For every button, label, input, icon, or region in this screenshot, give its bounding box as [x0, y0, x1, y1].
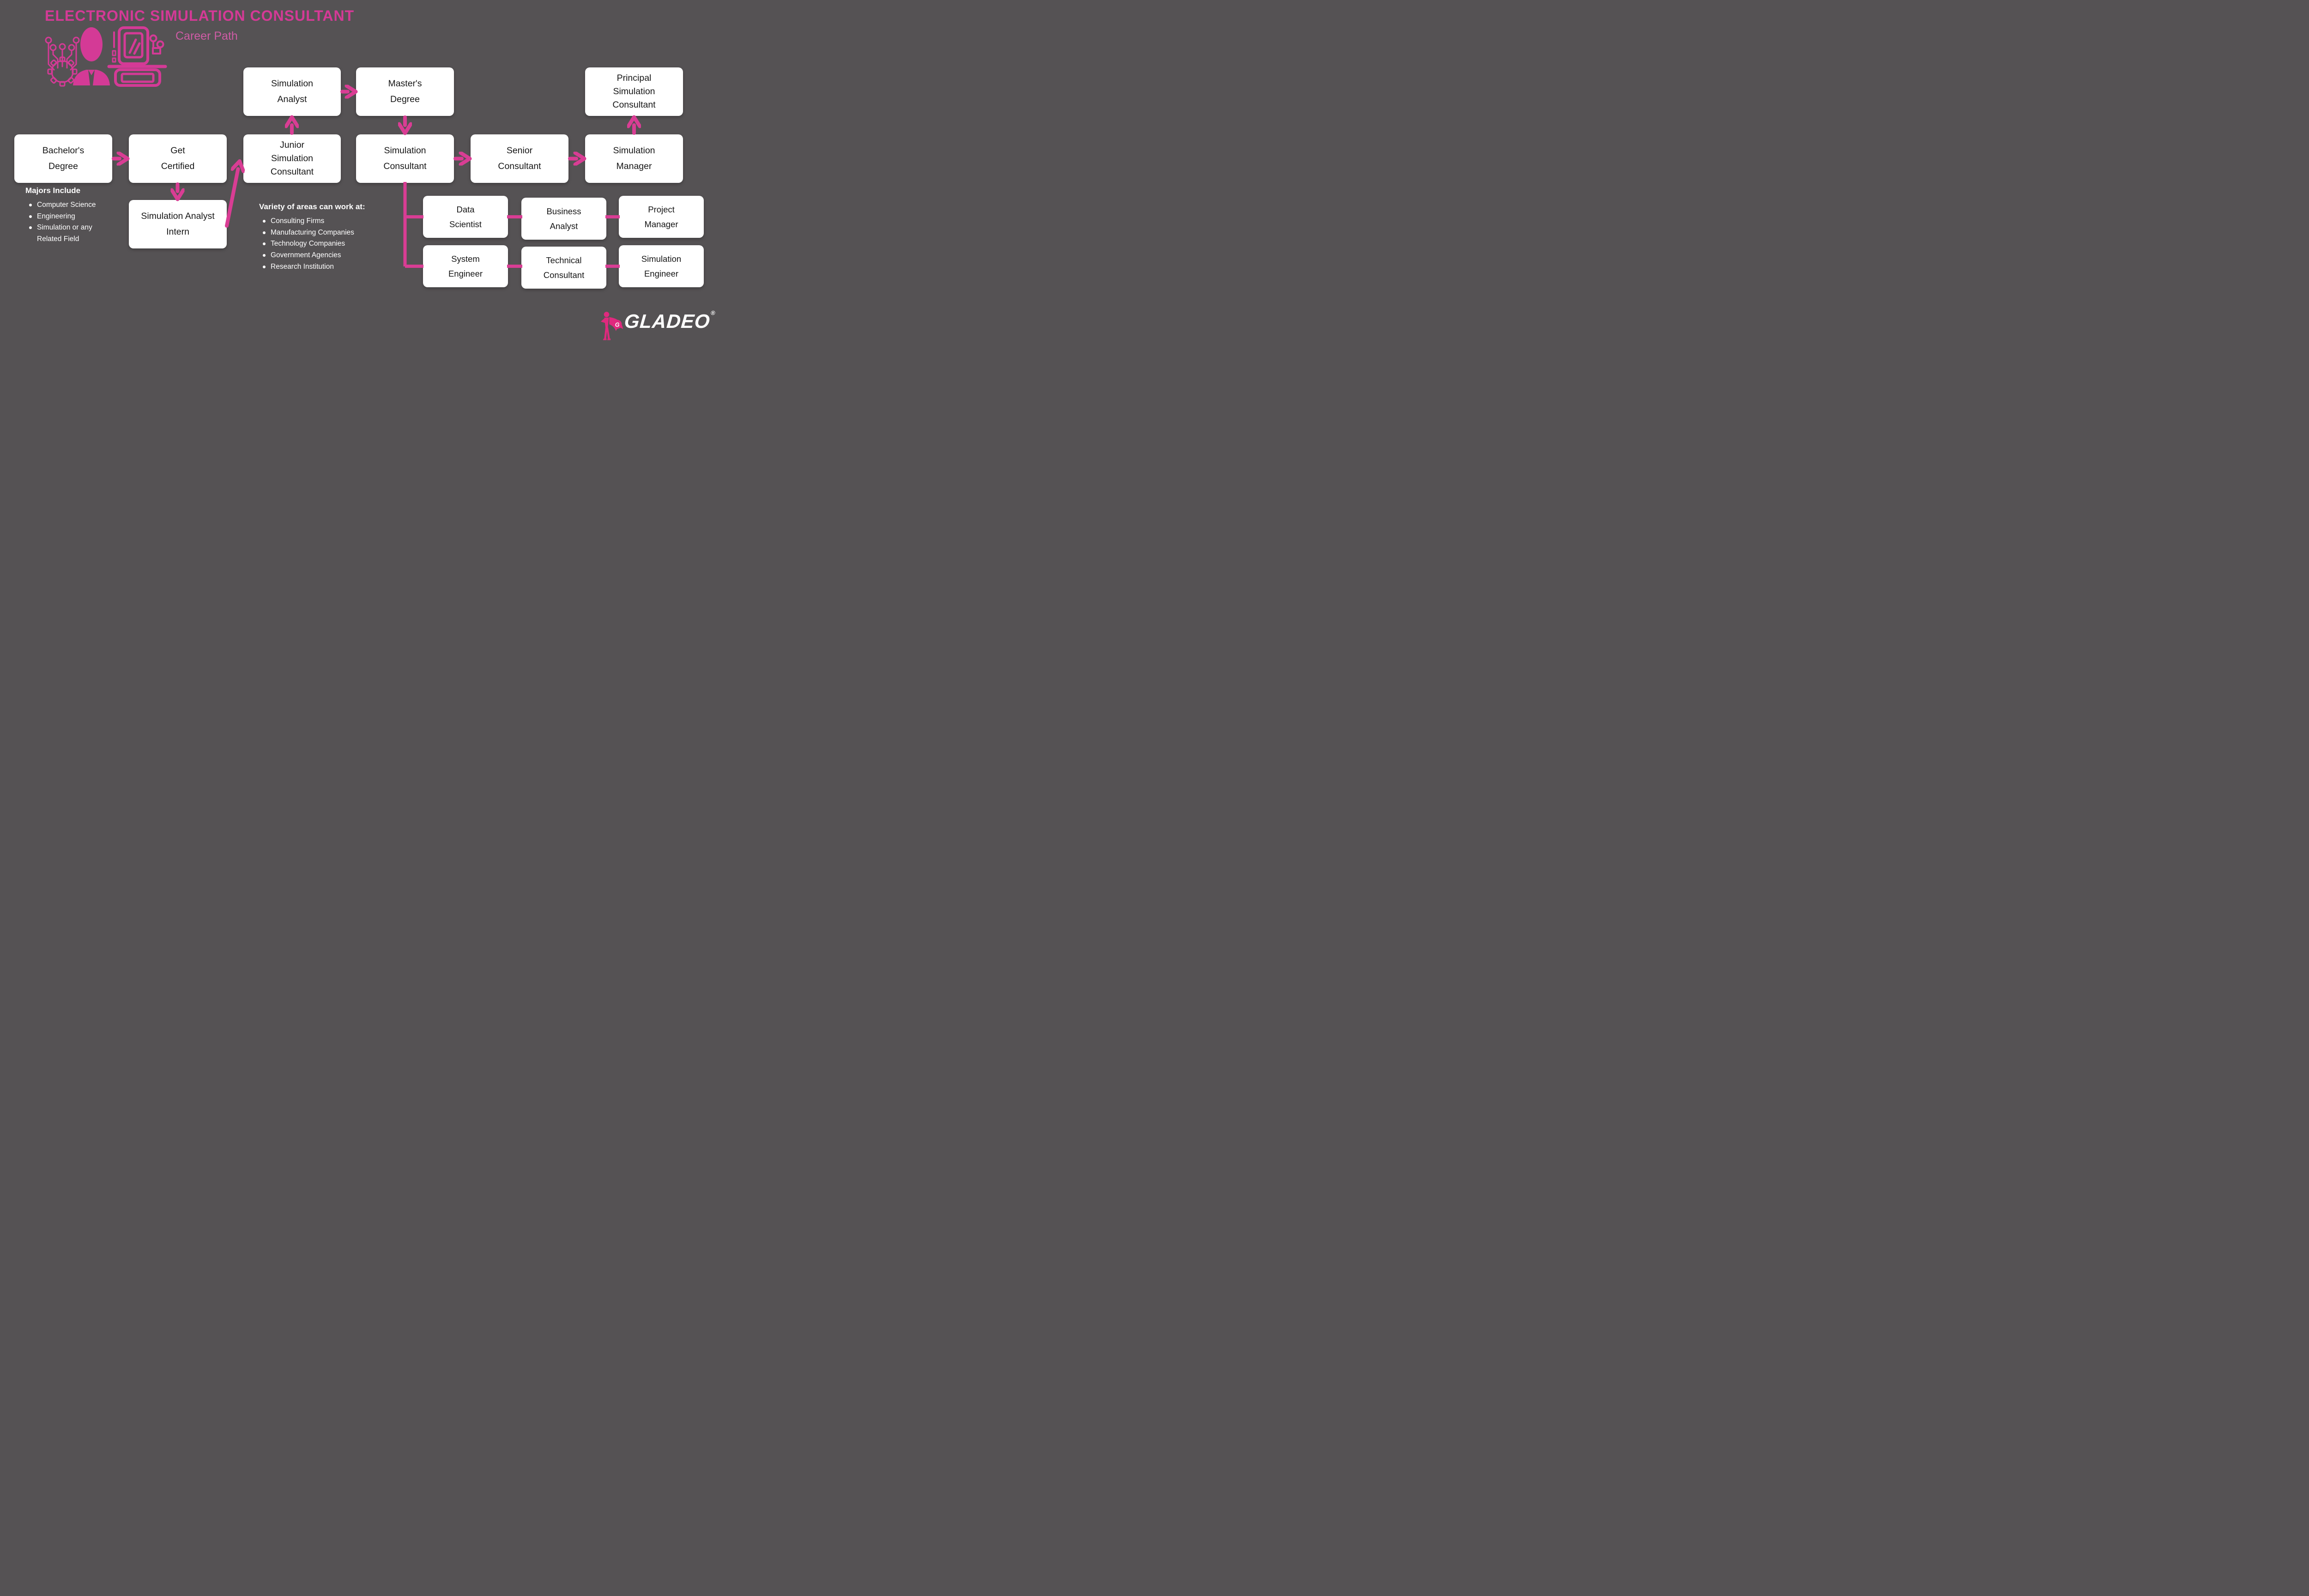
work-area-item-label: Manufacturing Companies	[271, 228, 354, 236]
node-project-manager: Project Manager	[619, 196, 704, 238]
node-junior-simulation-consultant: Junior Simulation Consultant	[243, 134, 341, 183]
list-item: Simulation or any Related Field	[29, 222, 108, 245]
node-label: Senior Consultant	[498, 145, 541, 171]
page-title: ELECTRONIC SIMULATION CONSULTANT	[45, 7, 355, 24]
work-area-item-label: Government Agencies	[271, 251, 341, 259]
list-item: Research Institution	[263, 261, 398, 273]
node-simulation-analyst: Simulation Analyst	[243, 67, 341, 116]
node-simulation-consultant: Simulation Consultant	[356, 134, 454, 183]
node-bachelors-degree: Bachelor's Degree	[14, 134, 112, 183]
page-subtitle: Career Path	[175, 30, 238, 42]
node-masters-degree: Master's Degree	[356, 67, 454, 116]
node-label: Principal Simulation Consultant	[612, 73, 656, 110]
node-label: Simulation Manager	[613, 145, 655, 171]
bullet-dot-icon	[29, 215, 32, 218]
node-label: Business Analyst	[546, 206, 581, 231]
node-label: Simulation Engineer	[641, 254, 682, 278]
majors-list: Computer Science Engineering Simulation …	[25, 200, 108, 245]
workstation-icon	[107, 26, 167, 87]
person-icon	[73, 27, 110, 85]
bullet-dot-icon	[29, 226, 32, 230]
node-label: Simulation Consultant	[383, 145, 427, 171]
list-item: Technology Companies	[263, 238, 398, 250]
majors-item-label: Computer Science	[37, 201, 96, 209]
work-area-item-label: Technology Companies	[271, 240, 345, 248]
circuit-gear-icon	[45, 36, 80, 87]
node-label: Technical Consultant	[543, 255, 585, 280]
list-item: Manufacturing Companies	[263, 227, 398, 239]
arrow-intern-to-junior	[225, 169, 238, 228]
node-technical-consultant: Technical Consultant	[521, 247, 606, 289]
gladeo-mascot-icon: G	[600, 312, 623, 340]
list-item: Engineering	[29, 211, 108, 223]
majors-heading: Majors Include	[25, 186, 81, 195]
bullet-dot-icon	[263, 254, 266, 257]
node-label: Junior Simulation Consultant	[270, 139, 314, 177]
work-areas-section: Variety of areas can work at: Consulting…	[259, 202, 398, 272]
node-label: Bachelor's Degree	[42, 145, 85, 171]
majors-item-label: Engineering	[37, 212, 75, 220]
infographic-canvas: ELECTRONIC SIMULATION CONSULTANT Career …	[0, 0, 724, 362]
node-business-analyst: Business Analyst	[521, 198, 606, 240]
list-item: Consulting Firms	[263, 216, 398, 227]
node-label: System Engineer	[448, 254, 483, 278]
logo-word: GLADEO	[623, 310, 711, 332]
list-item: Government Agencies	[263, 250, 398, 261]
node-label: Simulation Analyst Intern	[141, 211, 215, 237]
node-simulation-manager: Simulation Manager	[585, 134, 683, 183]
work-area-item-label: Research Institution	[271, 262, 334, 271]
node-data-scientist: Data Scientist	[423, 196, 508, 238]
gladeo-logo-text: GLADEO®	[623, 309, 716, 332]
header-icon-cluster	[45, 26, 167, 87]
node-label: Project Manager	[644, 205, 678, 229]
node-simulation-analyst-intern: Simulation Analyst Intern	[129, 200, 227, 248]
bullet-dot-icon	[29, 204, 32, 206]
majors-section: Majors Include Computer Science Engineer…	[25, 186, 108, 245]
work-areas-list: Consulting Firms Manufacturing Companies…	[259, 216, 398, 272]
gladeo-logo: G GLADEO®	[599, 308, 715, 345]
node-principal-simulation-consultant: Principal Simulation Consultant	[585, 67, 683, 116]
branch-sim-consultant-to-roles	[403, 182, 423, 268]
work-area-item-label: Consulting Firms	[271, 217, 325, 225]
list-item: Computer Science	[29, 200, 108, 211]
bullet-dot-icon	[263, 242, 266, 246]
node-system-engineer: System Engineer	[423, 245, 508, 287]
work-areas-heading: Variety of areas can work at:	[259, 202, 365, 211]
majors-item-label: Simulation or any Related Field	[37, 224, 92, 243]
bullet-dot-icon	[263, 231, 266, 234]
node-label: Simulation Analyst	[271, 78, 314, 104]
bullet-dot-icon	[263, 265, 266, 268]
node-label: Data Scientist	[449, 205, 482, 229]
mascot-letter: G	[615, 322, 620, 328]
node-simulation-engineer: Simulation Engineer	[619, 245, 704, 287]
registered-mark: ®	[710, 309, 716, 316]
node-label: Get Certified	[161, 145, 195, 171]
bullet-dot-icon	[263, 220, 266, 223]
node-senior-consultant: Senior Consultant	[471, 134, 568, 183]
node-get-certified: Get Certified	[129, 134, 227, 183]
node-label: Master's Degree	[388, 78, 422, 104]
